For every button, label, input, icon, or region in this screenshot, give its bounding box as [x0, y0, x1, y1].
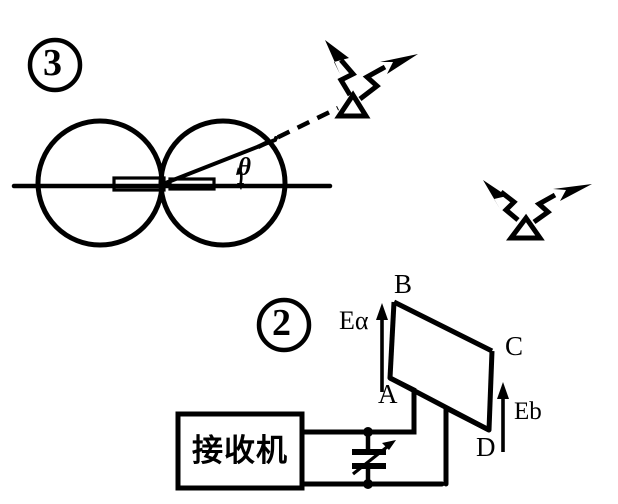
marker-two-digit: 2	[272, 302, 291, 344]
field-vector-eb-label: Eb	[514, 398, 542, 425]
transmitter-triangle-a	[334, 90, 371, 119]
theta-angle-arc	[236, 167, 244, 190]
transmitter-triangle-b	[506, 213, 545, 241]
loop-antenna	[387, 299, 495, 433]
loop-vertex-label-b: B	[394, 269, 413, 299]
circled-number-two	[256, 297, 312, 353]
loop-vertex-label-c: C	[505, 331, 524, 361]
theta-label: θ	[238, 154, 251, 181]
wire-d-to-ground	[443, 403, 492, 487]
field-vector-ea-arrow	[376, 303, 388, 392]
field-vector-ea-label: Eα	[339, 306, 369, 335]
marker-three-digit: 3	[43, 42, 62, 84]
circled-number-three	[27, 37, 83, 93]
loop-vertex-label-d: D	[476, 432, 496, 462]
radiation-lobe-left	[35, 118, 165, 248]
lightning-bolt-a-right	[358, 54, 418, 101]
loop-vertex-label-a: A	[378, 379, 398, 409]
lightning-bolt-a-left	[325, 40, 357, 97]
receiver-label: 接收机	[192, 433, 288, 469]
receiver-box	[175, 411, 305, 491]
lightning-bolt-b-right	[532, 184, 592, 225]
dashed-signal-path	[257, 105, 339, 150]
radiation-lobe-right	[158, 118, 288, 248]
bearing-ray	[161, 138, 277, 186]
field-vector-eb-arrow	[497, 382, 509, 452]
lightning-bolt-b-left	[483, 180, 520, 222]
wire-a-to-capacitor	[365, 375, 417, 435]
variable-capacitor	[352, 427, 396, 489]
